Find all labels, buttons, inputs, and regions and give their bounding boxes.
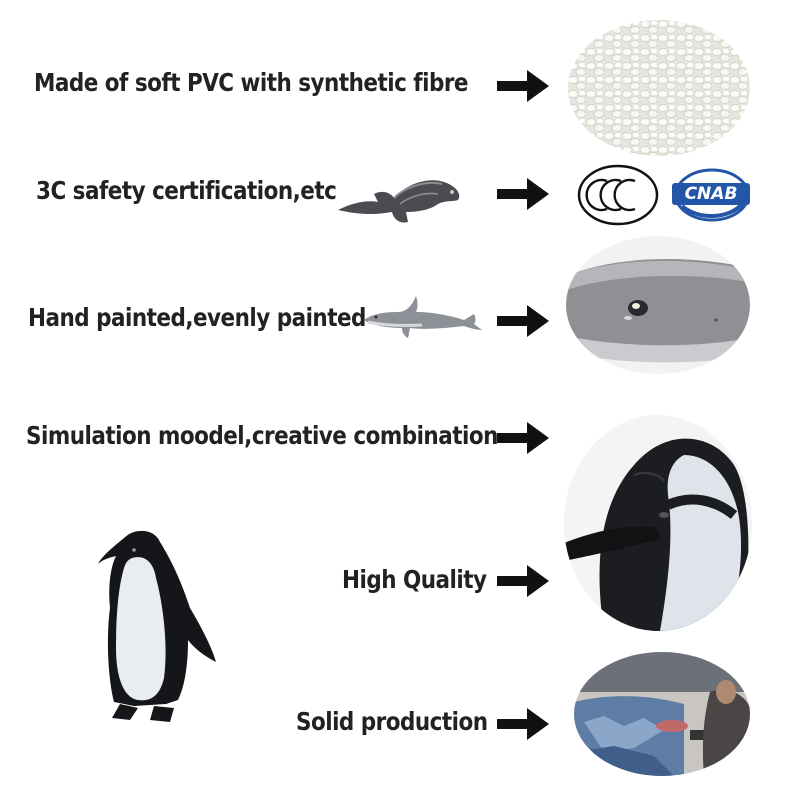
feature-label-hand-painted: Hand painted,evenly painted: [28, 303, 366, 332]
feature-label-simulation-model: Simulation moodel,creative combination: [26, 421, 498, 450]
feature-label-high-quality: High Quality: [342, 565, 487, 594]
feature-label-solid-production: Solid production: [296, 707, 488, 736]
sea-turtle-figure-image: [338, 180, 460, 223]
arrow-right-icon: [497, 178, 549, 210]
factory-production-image: [574, 652, 750, 776]
feature-label-3c-safety: 3C safety certification,etc: [36, 176, 337, 205]
arrow-right-icon: [497, 708, 549, 740]
arrow-right-icon: [497, 565, 549, 597]
penguin-figure-image: [98, 530, 216, 722]
arrow-right-icon: [497, 70, 549, 102]
pvc-pellets-image: [568, 20, 750, 156]
feature-label-pvc: Made of soft PVC with synthetic fibre: [34, 68, 469, 97]
penguin-head-closeup-image: [564, 415, 752, 631]
dolphin-figure-image: [364, 296, 482, 338]
dolphin-closeup-image: [566, 236, 750, 374]
ccc-certification-logo: [577, 164, 659, 226]
cnab-logo: CNAB: [668, 166, 752, 224]
arrow-right-icon: [497, 422, 549, 454]
cnab-logo-text: CNAB: [684, 184, 738, 204]
arrow-right-icon: [497, 305, 549, 337]
